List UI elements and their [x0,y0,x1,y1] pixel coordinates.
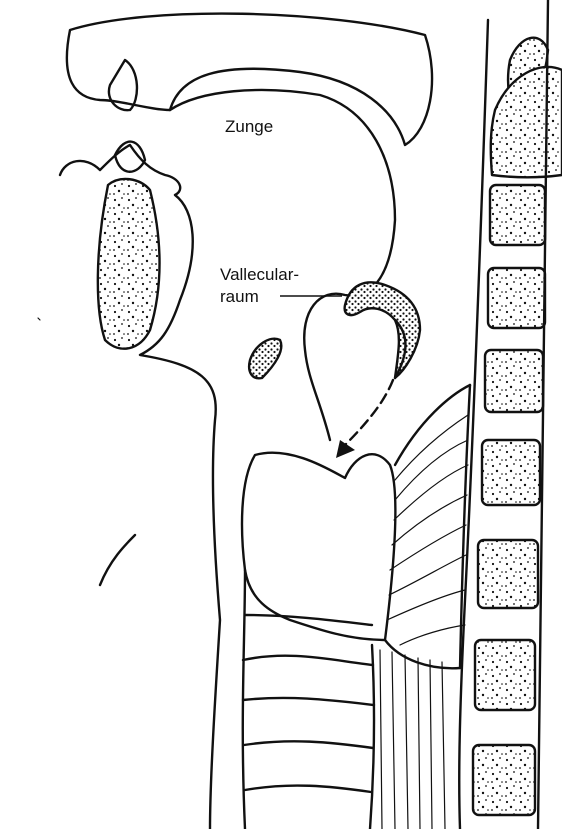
arrow-head [336,440,355,458]
muscle-fibres [380,385,470,829]
vertebrae [473,0,562,829]
edge-mark [38,318,40,320]
chin-contour [100,535,135,585]
vallecular-space [345,282,420,378]
trachea [243,570,374,829]
hyoid-bone [249,339,281,379]
label-tongue: Zunge [225,117,273,136]
mandible-bone [98,179,160,349]
label-vallecular-2: raum [220,287,259,306]
swallow-arrow [345,380,393,445]
label-vallecular: Vallecular- [220,265,299,284]
larynx-cartilage [242,453,395,640]
